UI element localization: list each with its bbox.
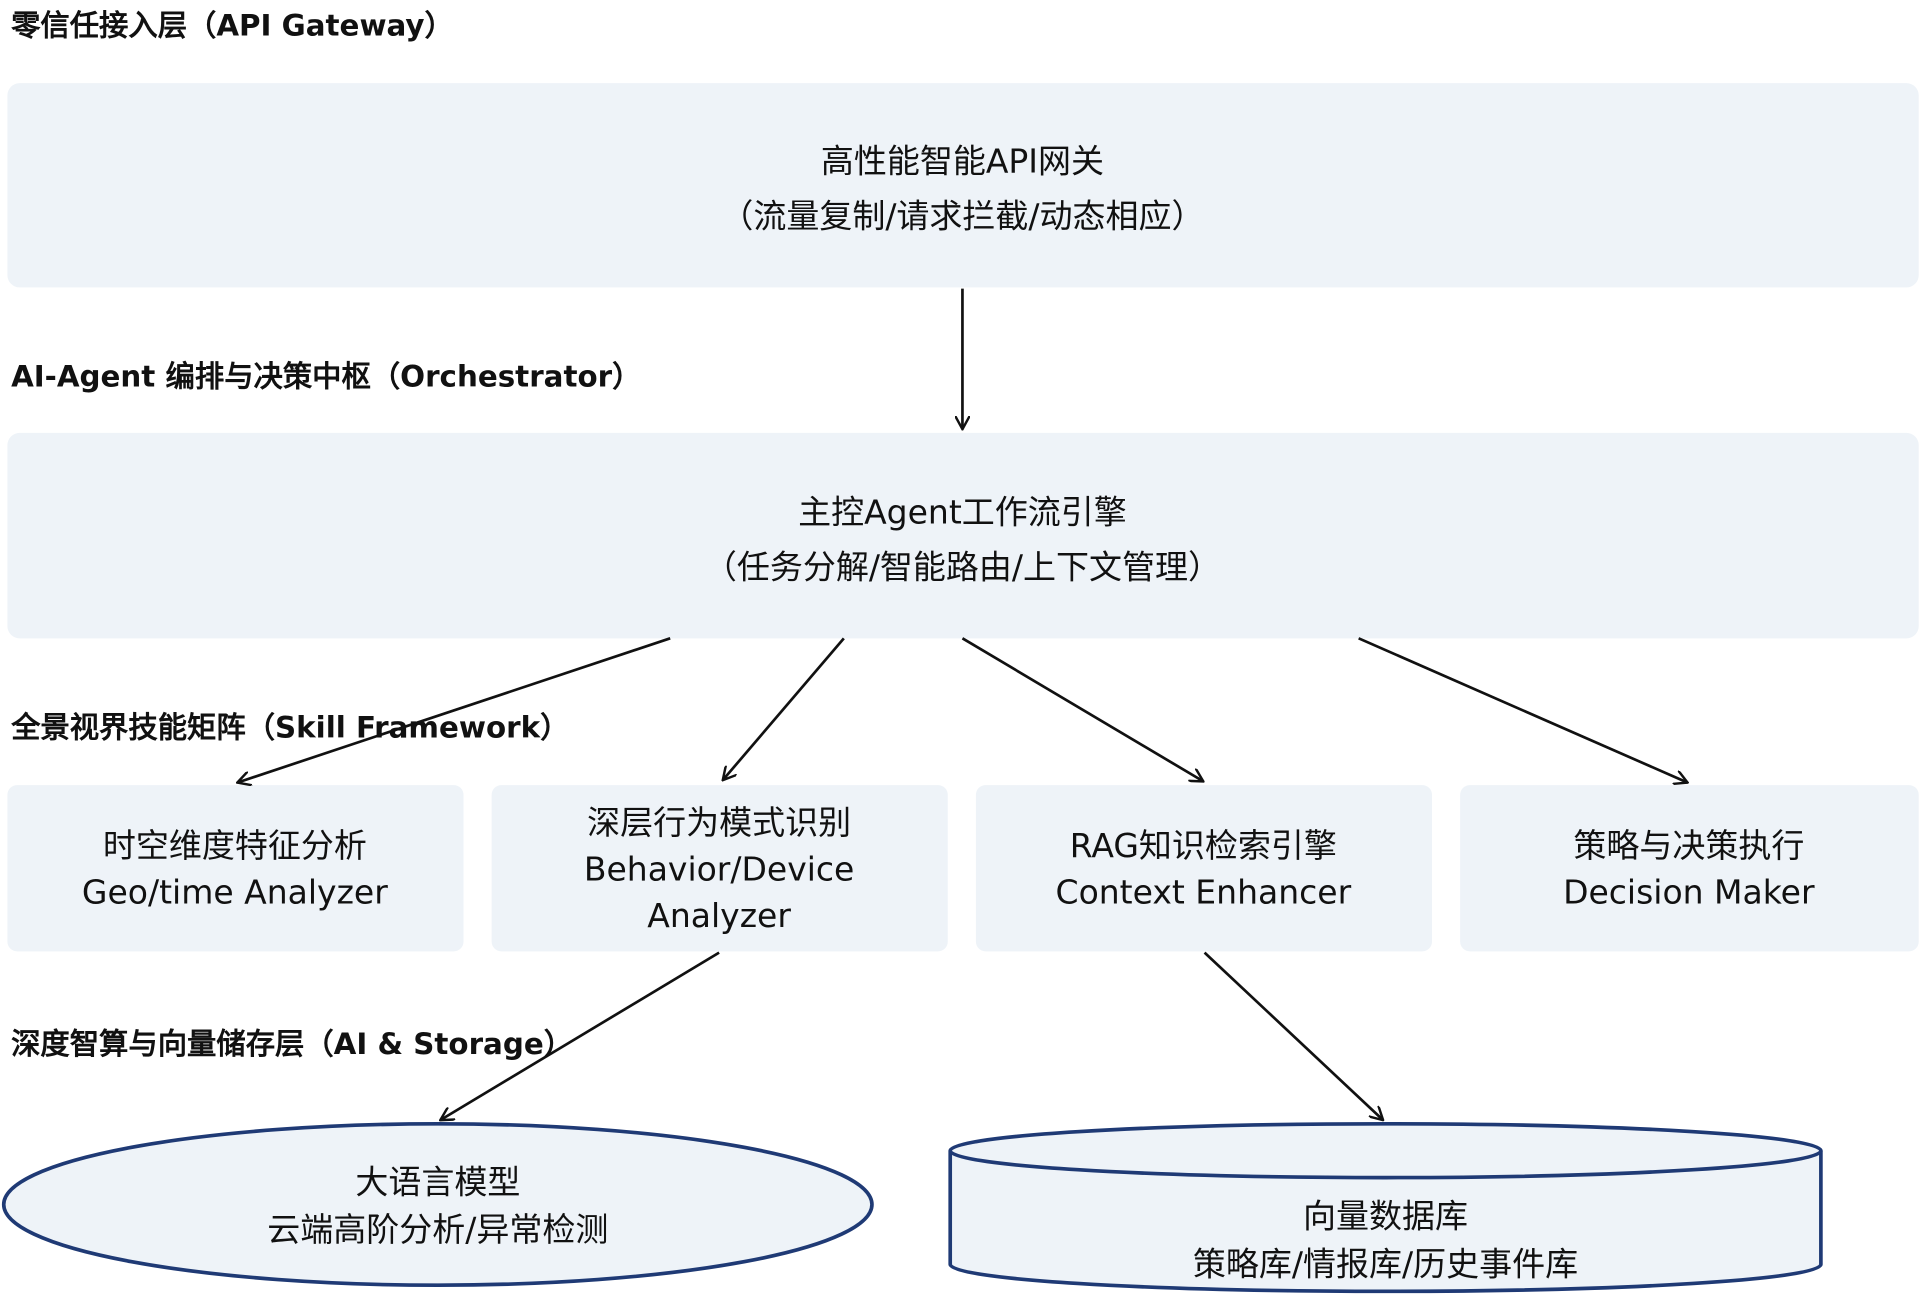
arrow-to-rag xyxy=(961,637,1203,781)
skill-subtitle: Behavior/Device xyxy=(584,849,855,888)
skill-box-decision[interactable]: 策略与决策执行 Decision Maker xyxy=(1460,785,1919,952)
skill-box-geo-time[interactable]: 时空维度特征分析 Geo/time Analyzer xyxy=(7,785,464,952)
skill-title: 策略与决策执行 xyxy=(1573,826,1804,865)
arrow-to-llm xyxy=(440,951,720,1121)
layer-label-storage: 深度智算与向量储存层（AI & Storage） xyxy=(11,1027,573,1061)
llm-title: 大语言模型 xyxy=(355,1163,520,1202)
skill-box-behavior[interactable]: 深层行为模式识别 Behavior/Device Analyzer xyxy=(491,785,948,952)
arrow-to-decision xyxy=(1358,637,1688,782)
arrow-to-behavior xyxy=(723,637,845,780)
orchestrator-box[interactable]: 主控Agent工作流引擎 （任务分解/智能路由/上下文管理） xyxy=(7,432,1919,639)
gateway-subtitle: （流量复制/请求拦截/动态相应） xyxy=(720,196,1204,235)
orchestrator-subtitle: （任务分解/智能路由/上下文管理） xyxy=(704,547,1221,586)
skill-subtitle-2: Analyzer xyxy=(647,896,791,935)
skill-title: 时空维度特征分析 xyxy=(103,826,367,865)
llm-subtitle: 云端高阶分析/异常检测 xyxy=(267,1210,608,1249)
gateway-title: 高性能智能API网关 xyxy=(821,141,1104,180)
skill-subtitle: Context Enhancer xyxy=(1056,873,1352,912)
vectordb-title: 向量数据库 xyxy=(1303,1197,1468,1236)
orchestrator-title: 主控Agent工作流引擎 xyxy=(798,492,1127,531)
skill-subtitle: Geo/time Analyzer xyxy=(82,873,388,912)
skill-box-rag[interactable]: RAG知识检索引擎 Context Enhancer xyxy=(975,785,1433,952)
gateway-box[interactable]: 高性能智能API网关 （流量复制/请求拦截/动态相应） xyxy=(7,83,1919,288)
skill-subtitle: Decision Maker xyxy=(1563,873,1815,912)
vectordb-cylinder[interactable]: 向量数据库 策略库/情报库/历史事件库 xyxy=(948,1121,1823,1294)
layer-label-skills: 全景视界技能矩阵（Skill Framework） xyxy=(10,710,569,744)
llm-ellipse[interactable]: 大语言模型 云端高阶分析/异常检测 xyxy=(1,1121,874,1288)
vectordb-subtitle: 策略库/情报库/历史事件库 xyxy=(1193,1244,1578,1283)
arrow-to-geo-time xyxy=(237,637,671,782)
arrow-to-vectordb xyxy=(1203,951,1384,1121)
skill-title: RAG知识检索引擎 xyxy=(1070,826,1337,865)
layer-label-gateway: 零信任接入层（API Gateway） xyxy=(11,8,454,42)
skill-title: 深层行为模式识别 xyxy=(587,803,851,842)
layer-label-orchestrator: AI-Agent 编排与决策中枢（Orchestrator） xyxy=(11,359,641,393)
